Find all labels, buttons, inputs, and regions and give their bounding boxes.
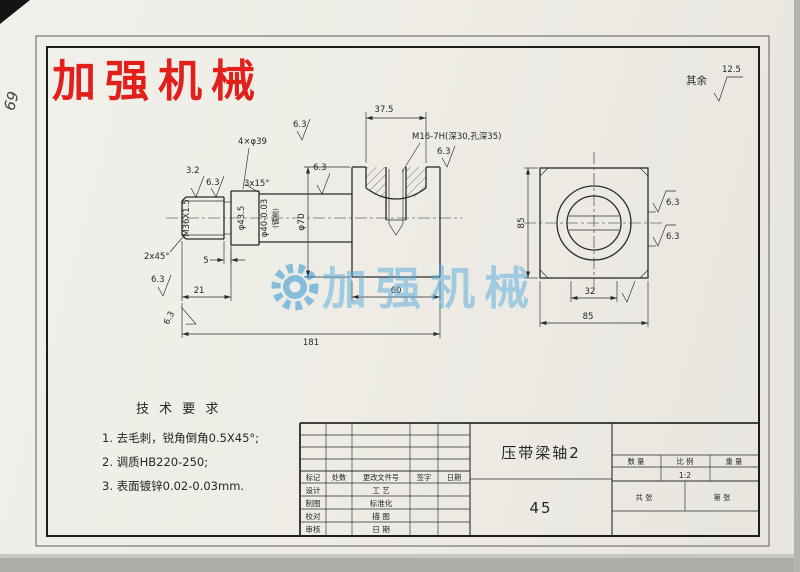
roughness-symbol-icon	[157, 274, 172, 297]
roughness-marks: 6.3 6.3 6.3 3.2 6.3 6.3 6.3 6.3 6.3	[151, 118, 680, 327]
section-hatch-right	[406, 167, 426, 201]
dim-shaft: φ40-0.03	[260, 199, 270, 237]
technical-requirements: 技 术 要 求 1. 去毛刺，锐角倒角0.5X45°; 2. 调质HB220-2…	[102, 402, 259, 493]
part-name: 压带梁轴2	[501, 444, 581, 462]
notch-arc	[365, 187, 427, 200]
scan-right-margin	[794, 0, 800, 572]
sheet-no-label: 第 张	[714, 493, 731, 502]
roughness-symbol-icon	[652, 224, 676, 247]
roughness-value: 6.3	[437, 147, 451, 157]
title-block-header-cell: 标记	[306, 473, 320, 482]
scale-label: 比 例	[677, 457, 694, 466]
title-block-role-cell: 校对	[305, 511, 321, 521]
dim-slot-width: 32	[585, 287, 596, 297]
dim-shaft-note: (镀前)	[271, 208, 280, 228]
drawing-frame	[35, 35, 770, 547]
general-roughness-value: 12.5	[722, 65, 741, 75]
dim-top-width: 37.5	[375, 105, 394, 115]
title-block-role-cell: 日 期	[372, 525, 390, 534]
dim-groove-width: 5	[203, 256, 208, 266]
tech-req-line: 2. 调质HB220-250;	[102, 455, 208, 469]
title-block-role-cell: 设计	[305, 485, 321, 495]
roughness-symbol-icon: 6.3	[162, 306, 197, 327]
dim-total-length: 181	[303, 338, 319, 348]
roughness-value: 6.3	[666, 198, 680, 208]
brand-stamp-red: 加强机械	[52, 56, 264, 107]
gear-icon	[271, 263, 319, 311]
general-roughness-prefix: 其余	[686, 74, 707, 87]
roughness-value: 6.3	[151, 275, 165, 285]
general-roughness-note: 其余 12.5	[686, 65, 743, 102]
dimensions: 37.5 M16-7H(深30,孔深35) 4×φ39 3x15° 2x45° …	[144, 105, 649, 348]
roughness-symbol-icon	[316, 172, 331, 195]
scale-value: 1:2	[679, 471, 691, 480]
roughness-value: 6.3	[206, 178, 220, 188]
title-block-role-cell: 工 艺	[372, 486, 390, 495]
roughness-value: 3.2	[186, 166, 200, 176]
roughness-value: 6.3	[666, 232, 680, 242]
dim-square-height: 85	[517, 217, 527, 228]
roughness-symbol-icon	[210, 175, 225, 198]
watermark-text: 加强机械	[322, 262, 538, 315]
roughness-symbol-icon	[296, 118, 311, 141]
dim-body-length: 60	[391, 286, 402, 296]
dim-square-width: 85	[583, 312, 594, 322]
shaft-side-view	[166, 166, 462, 278]
title-block-role-cell: 标准化	[370, 498, 393, 508]
tech-req-line: 1. 去毛刺，锐角倒角0.5X45°;	[102, 431, 259, 445]
title-block-header-cell: 更改文件号	[363, 473, 399, 482]
title-block: 标记 处数 更改文件号 签字 日期 设计 工 艺 制图 标准化 校对 描 图 审…	[299, 422, 759, 536]
qty-label: 数 量	[628, 457, 645, 466]
tech-req-title: 技 术 要 求	[136, 402, 221, 417]
title-block-header-cell: 处数	[332, 473, 346, 482]
dim-end-chamfer: 2x45°	[144, 252, 170, 262]
dim-collar: φ43.5	[237, 206, 247, 231]
roughness-symbol-icon	[190, 175, 205, 198]
roughness-value: 6.3	[293, 120, 307, 130]
dim-thread: M36X1.5	[182, 199, 192, 237]
scan-bottom-margin	[0, 558, 800, 572]
scan-bottom-edge	[0, 554, 800, 558]
roughness-value: 6.3	[162, 310, 177, 327]
end-view	[524, 152, 664, 294]
title-block-role-cell: 描 图	[372, 511, 390, 521]
roughness-symbol-icon	[713, 76, 743, 102]
sheets-total-label: 共 张	[636, 493, 653, 502]
dim-holes: 4×φ39	[238, 137, 267, 147]
drill-tip	[388, 223, 404, 236]
title-block-header-cell: 日期	[447, 473, 461, 482]
dim-thread-length: 21	[194, 286, 205, 296]
title-block-role-cell: 制图	[305, 498, 320, 508]
dim-tap-hole: M16-7H(深30,孔深35)	[412, 132, 501, 142]
tech-req-line: 3. 表面镀锌0.02-0.03mm.	[102, 479, 244, 493]
scan-corner-shadow	[0, 0, 30, 24]
roughness-symbol-icon	[621, 280, 636, 303]
center-watermark: 加强机械	[271, 262, 538, 315]
title-block-header-cell: 签字	[417, 473, 431, 482]
material-grade: 45	[529, 499, 552, 517]
roughness-symbol-icon	[652, 190, 676, 213]
weight-label: 重 量	[726, 457, 743, 466]
title-block-role-cell: 审核	[305, 524, 321, 534]
roughness-symbol-icon	[441, 145, 456, 168]
roughness-value: 6.3	[313, 163, 327, 173]
dim-cone-chamfer: 3x15°	[244, 179, 270, 189]
dim-body-diameter: φ70	[297, 213, 307, 231]
section-hatch-left	[366, 167, 386, 201]
